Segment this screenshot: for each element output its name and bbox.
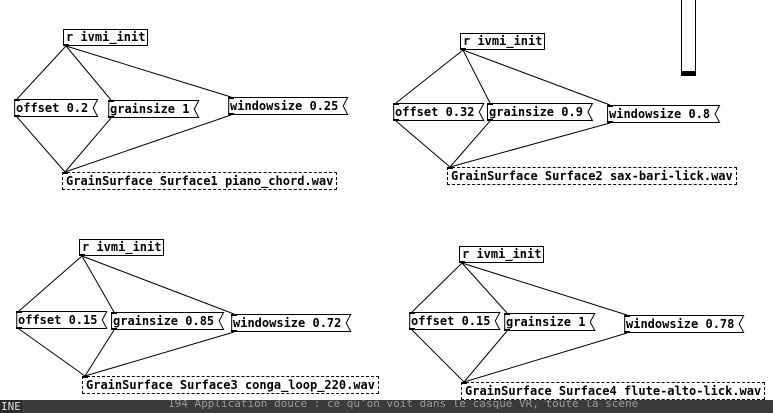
port[interactable] bbox=[79, 254, 85, 256]
offset-message-3[interactable]: offset 0.15 bbox=[16, 311, 108, 329]
windowsize-message-1[interactable]: windowsize 0.25 bbox=[228, 97, 349, 115]
patch-cord bbox=[64, 117, 112, 173]
editor-text-line: 194 Application douce : ce qu'on voit da… bbox=[168, 400, 639, 410]
port[interactable] bbox=[624, 331, 630, 333]
port[interactable] bbox=[14, 115, 20, 117]
windowsize-message-3[interactable]: windowsize 0.72 bbox=[231, 314, 352, 332]
grainsize-message-2[interactable]: grainsize 0.9 bbox=[487, 103, 594, 121]
port[interactable] bbox=[459, 261, 465, 263]
port[interactable] bbox=[231, 314, 237, 316]
grainsize-message-3[interactable]: grainsize 0.85 bbox=[111, 312, 225, 330]
patch-cord bbox=[461, 262, 508, 314]
patch-cord bbox=[81, 255, 115, 313]
grainsize-message-4[interactable]: grainsize 1 bbox=[504, 313, 596, 331]
grainsurface-object-3[interactable]: GrainSurface Surface3 conga_loop_220.wav bbox=[82, 376, 379, 394]
grainsurface-object-2[interactable]: GrainSurface Surface2 sax-bari-lick.wav bbox=[447, 167, 737, 185]
patch-cord bbox=[18, 255, 83, 312]
patch-cord bbox=[18, 328, 86, 377]
grainsurface-object-4[interactable]: GrainSurface Surface4 flute-alto-lick.wa… bbox=[461, 382, 766, 400]
patch-cord bbox=[64, 114, 232, 173]
receive-object-4[interactable]: r ivmi_init bbox=[459, 246, 545, 263]
receive-object-3[interactable]: r ivmi_init bbox=[79, 239, 165, 256]
port[interactable] bbox=[16, 311, 22, 313]
patch-cord bbox=[411, 329, 465, 383]
patch-cord bbox=[81, 255, 235, 315]
receive-object-2[interactable]: r ivmi_init bbox=[460, 33, 546, 50]
port[interactable] bbox=[62, 172, 68, 174]
port[interactable] bbox=[461, 382, 467, 384]
port[interactable] bbox=[228, 113, 234, 115]
patch-cord bbox=[449, 120, 491, 168]
port[interactable] bbox=[607, 105, 613, 107]
port[interactable] bbox=[14, 99, 20, 101]
patch-cord bbox=[463, 332, 628, 383]
patch-cord bbox=[395, 49, 464, 104]
port[interactable] bbox=[409, 328, 415, 330]
receive-object-1[interactable]: r ivmi_init bbox=[63, 29, 149, 46]
windowsize-message-4[interactable]: windowsize 0.78 bbox=[624, 315, 745, 333]
port[interactable] bbox=[228, 97, 234, 99]
port[interactable] bbox=[393, 103, 399, 105]
port[interactable] bbox=[111, 328, 117, 330]
port[interactable] bbox=[447, 167, 453, 169]
vertical-slider[interactable] bbox=[681, 0, 696, 76]
patch-cord bbox=[84, 331, 235, 377]
port[interactable] bbox=[108, 116, 114, 118]
port[interactable] bbox=[63, 44, 69, 46]
port[interactable] bbox=[487, 103, 493, 105]
editor-status-bar: INE 194 Application douce : ce qu'on voi… bbox=[0, 400, 773, 413]
port[interactable] bbox=[82, 376, 88, 378]
offset-message-4[interactable]: offset 0.15 bbox=[409, 312, 501, 330]
port[interactable] bbox=[409, 312, 415, 314]
offset-message-1[interactable]: offset 0.2 bbox=[14, 99, 99, 117]
port[interactable] bbox=[607, 121, 613, 123]
patch-cord bbox=[65, 45, 112, 101]
patch-cord bbox=[395, 120, 451, 168]
patch-cord bbox=[463, 330, 508, 383]
grainsurface-object-1[interactable]: GrainSurface Surface1 piano_chord.wav bbox=[62, 172, 338, 190]
patch-cord bbox=[411, 262, 463, 313]
port[interactable] bbox=[393, 119, 399, 121]
patch-cord bbox=[65, 45, 232, 98]
slider-knob[interactable] bbox=[682, 71, 695, 75]
windowsize-message-2[interactable]: windowsize 0.8 bbox=[607, 105, 721, 123]
port[interactable] bbox=[504, 329, 510, 331]
patch-cord bbox=[16, 116, 66, 173]
patch-cord bbox=[84, 329, 115, 377]
patch-cord bbox=[462, 49, 611, 106]
port[interactable] bbox=[231, 330, 237, 332]
port[interactable] bbox=[16, 327, 22, 329]
patch-cord bbox=[462, 49, 491, 104]
port[interactable] bbox=[624, 315, 630, 317]
port[interactable] bbox=[487, 119, 493, 121]
port[interactable] bbox=[108, 100, 114, 102]
patch-cord bbox=[449, 122, 611, 168]
port[interactable] bbox=[111, 312, 117, 314]
grainsize-message-1[interactable]: grainsize 1 bbox=[108, 100, 200, 118]
port[interactable] bbox=[460, 48, 466, 50]
editor-mode-indicator: INE bbox=[0, 400, 22, 413]
offset-message-2[interactable]: offset 0.32 bbox=[393, 103, 485, 121]
port[interactable] bbox=[504, 313, 510, 315]
patch-cord bbox=[16, 45, 67, 100]
patch-cord bbox=[461, 262, 628, 316]
